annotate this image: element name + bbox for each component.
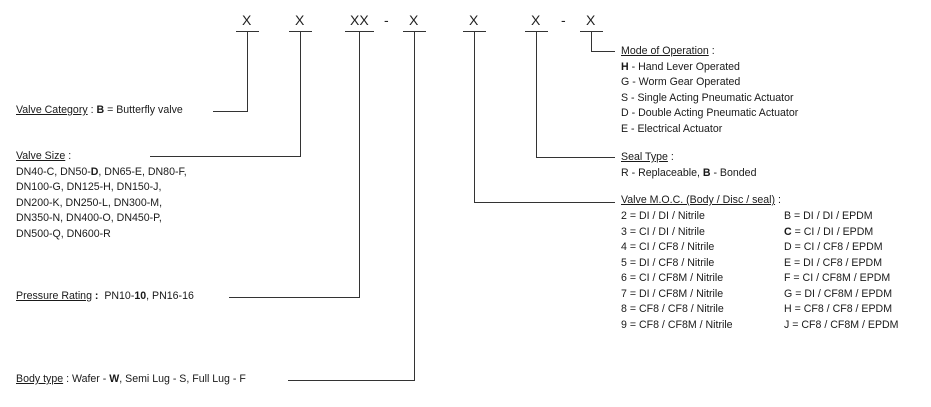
mode-item: E - Electrical Actuator [621,122,723,135]
mode-item: H - Hand Lever Operated [621,60,740,73]
leader-seal [536,31,615,158]
mode-item: D - Double Acting Pneumatic Actuator [621,107,799,119]
sep: : [667,151,674,163]
body-type-title: Body type [16,373,64,385]
leader-pressure [229,31,360,298]
leader-body [288,31,415,381]
moc-item: D = CI / CF8 / EPDM [784,241,883,253]
moc-item: 5 = DI / CF8 / Nitrile [621,256,715,269]
body-type-bold: W [109,373,120,385]
pressure-rating-bold: 10 [134,290,147,302]
valve-moc-left-column: 2 = DI / DI / Nitrile 3 = CI / DI / Nitr… [621,209,733,333]
code-seal: X [531,12,541,28]
code-dash-2: - [561,12,566,28]
seal-type-line: R - Replaceable, B - Bonded [621,166,757,179]
moc-item: C = CI / DI / EPDM [784,225,874,238]
body-type-block: Body type : Wafer - W, Semi Lug - S, Ful… [16,373,246,385]
leader-size [150,31,301,157]
sep: : [65,150,72,162]
mode-of-operation-block: Mode of Operation : H - Hand Lever Opera… [621,44,798,137]
mode-title: Mode of Operation [621,45,709,57]
body-type-pre: Wafer - [71,373,110,385]
seal-type-block: Seal Type : R - Replaceable, B - Bonded [621,150,756,181]
valve-moc-title: Valve M.O.C. (Body / Disc / seal) [621,194,776,206]
moc-item: 3 = CI / DI / Nitrile [621,225,705,238]
moc-item: 6 = CI / CF8M / Nitrile [621,272,724,284]
code-moc: X [469,12,479,28]
code-mode: X [586,12,596,28]
moc-item: 7 = DI / CF8M / Nitrile [621,287,724,300]
pressure-rating-pre: PN10- [104,290,135,302]
leader-category [213,31,248,112]
body-type-post: , Semi Lug - S, Full Lug - F [119,373,246,385]
moc-item: J = CF8 / CF8M / EPDM [784,318,899,331]
valve-category-desc: = Butterfly valve [104,104,183,116]
mode-item: S - Single Acting Pneumatic Actuator [621,91,794,104]
code-body: X [409,12,419,28]
valve-size-title: Valve Size [16,150,66,162]
valve-size-line: DN100-G, DN125-H, DN150-J, [16,181,162,193]
moc-item: 2 = DI / DI / Nitrile [621,210,705,222]
valve-category-title: Valve Category [16,104,88,116]
valve-size-line: DN350-N, DN400-O, DN450-P, [16,212,162,224]
moc-item: G = DI / CF8M / EPDM [784,287,893,300]
code-pressure: XX [350,12,369,28]
moc-item: 9 = CF8 / CF8M / Nitrile [621,318,733,331]
pressure-rating-title: Pressure Rating [16,290,92,302]
code-category: X [242,12,252,28]
sep: : [63,373,72,385]
valve-size-block: Valve Size : DN40-C, DN50-D, DN65-E, DN8… [16,149,187,242]
moc-item: H = CF8 / CF8 / EPDM [784,303,893,315]
leader-mode [591,31,615,52]
valve-moc-right-column: B = DI / DI / EPDM C = CI / DI / EPDM D … [784,209,899,333]
moc-item: B = DI / DI / EPDM [784,210,873,222]
seal-type-title: Seal Type [621,151,668,163]
valve-category-block: Valve Category : B = Butterfly valve [16,104,183,116]
sep: : [775,194,781,206]
moc-item: F = CI / CF8M / EPDM [784,272,891,284]
moc-item: 8 = CF8 / CF8 / Nitrile [621,303,724,315]
sep: : [708,45,715,57]
code-size: X [295,12,305,28]
valve-size-line: DN500-Q, DN600-R [16,227,111,240]
valve-size-line: DN200-K, DN250-L, DN300-M, [16,196,163,209]
moc-item: 4 = CI / CF8 / Nitrile [621,241,715,253]
sep: : [91,290,105,302]
code-dash-1: - [384,12,389,28]
sep: : [87,104,97,116]
valve-moc-title-row: Valve M.O.C. (Body / Disc / seal) : [621,193,781,209]
valve-category-code: B [96,104,105,116]
leader-moc [474,31,615,203]
pressure-rating-post: , PN16-16 [146,290,194,302]
mode-item: G - Worm Gear Operated [621,76,741,88]
pressure-rating-block: Pressure Rating : PN10-10, PN16-16 [16,290,194,302]
valve-size-line: DN40-C, DN50-D, DN65-E, DN80-F, [16,165,187,178]
moc-item: E = DI / CF8 / EPDM [784,256,883,269]
